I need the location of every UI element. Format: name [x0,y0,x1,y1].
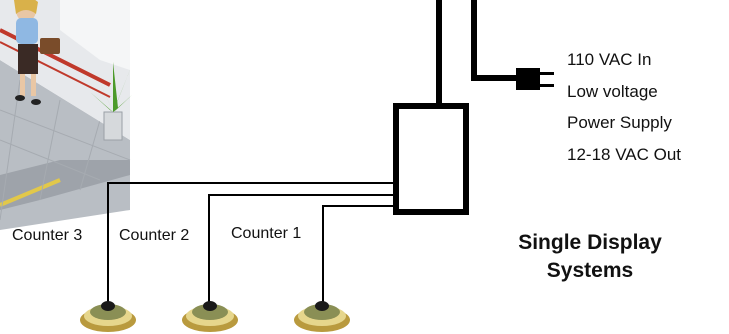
counter-button-icon [182,301,238,332]
counter-2-wire [208,194,396,305]
person-illustration [0,0,132,230]
title-line-2: Systems [546,259,634,282]
power-supply-label: Power Supply [567,113,672,132]
counter-button-icon [294,301,350,332]
title-line-1: Single Display [518,231,662,254]
power-supply-box [393,103,469,215]
counter-1-wire [322,205,396,305]
plug-icon [516,68,554,90]
ac-input-label: 110 VAC In [567,50,652,69]
ac-input-wire [471,0,520,81]
diagram-title: Single Display Systems [490,229,690,285]
counter-2-label: Counter 2 [119,227,190,244]
power-supply-labels: 110 VAC In Low voltage Power Supply 12-1… [567,44,681,170]
low-voltage-label: Low voltage [567,81,658,101]
counter-button-icon [80,301,136,332]
counter-3-label: Counter 3 [12,227,83,244]
counter-3-wire [107,182,396,305]
ac-output-label: 12-18 VAC Out [567,144,682,164]
counter-1-label: Counter 1 [231,225,302,242]
